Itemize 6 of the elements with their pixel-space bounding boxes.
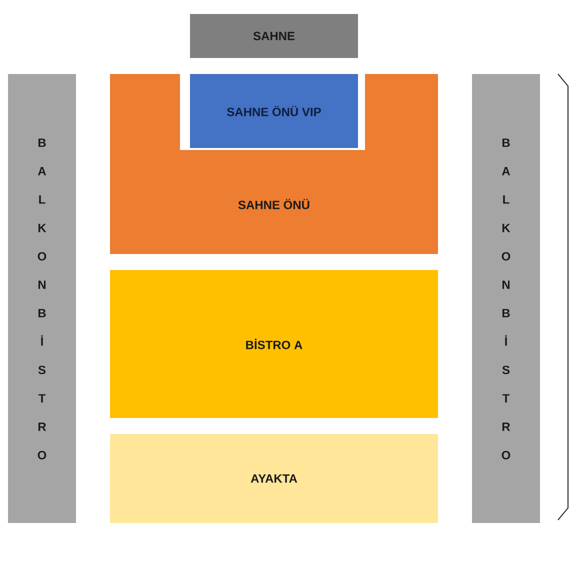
- balcony-box: B A L K O N B İ S T R O: [472, 74, 540, 523]
- balcony-box: B A L K O N B İ S T R O: [8, 74, 76, 523]
- stage-box: SAHNE: [190, 14, 358, 58]
- vip-box: SAHNE ÖNÜ VIP: [190, 74, 358, 148]
- standing-box: AYAKTA: [110, 434, 438, 523]
- seating-box: BİSTRO A: [110, 270, 438, 418]
